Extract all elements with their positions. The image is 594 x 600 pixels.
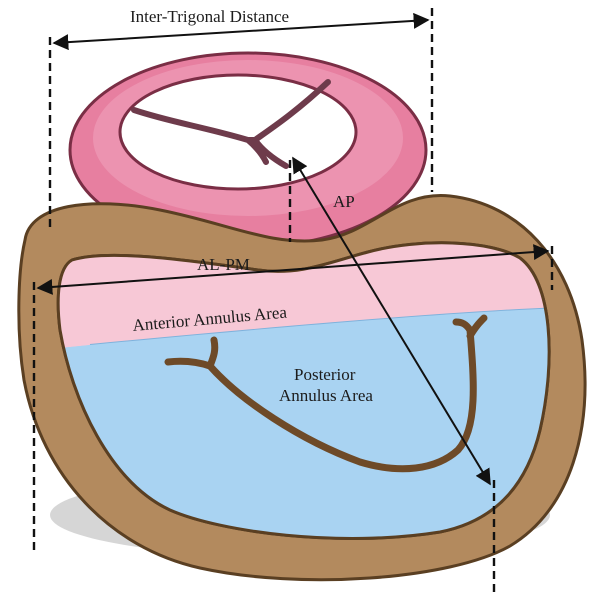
inter-trigonal-label: Inter-Trigonal Distance — [130, 7, 289, 26]
posterior-area-label-line2: Annulus Area — [279, 386, 373, 405]
aortic-leaflet-lines — [131, 79, 331, 169]
ap-label: AP — [333, 192, 355, 211]
ap-arrow — [292, 156, 491, 486]
inter-trigonal-arrow — [52, 12, 430, 51]
al-pm-label: AL-PM — [197, 255, 250, 274]
posterior-area-label-line1: Posterior — [294, 365, 356, 384]
